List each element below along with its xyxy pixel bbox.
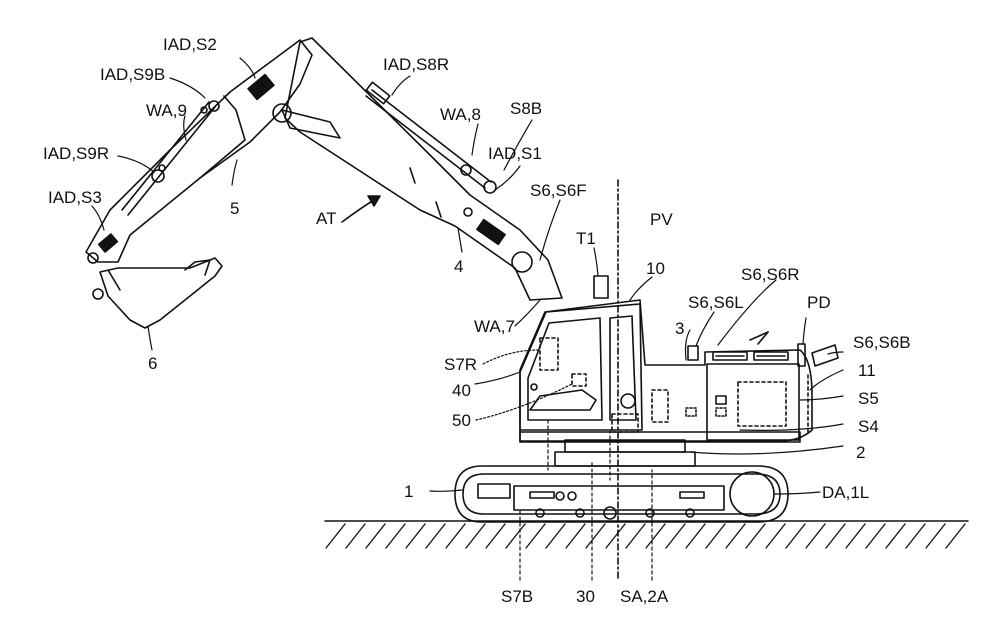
ground: [325, 521, 968, 548]
label-wa-7: WA,7: [474, 318, 515, 335]
label-iad-s8r: IAD,S8R: [383, 56, 449, 73]
label-50: 50: [452, 412, 471, 429]
label-30: 30: [576, 588, 595, 605]
label-da-1l: DA,1L: [822, 484, 869, 501]
label-pd: PD: [807, 294, 831, 311]
label-sa-2a: SA,2A: [620, 588, 668, 605]
label-6: 6: [148, 355, 157, 372]
label-s6-s6f: S6,S6F: [530, 182, 587, 199]
label-s7b: S7B: [501, 588, 533, 605]
label-40: 40: [452, 382, 471, 399]
label-s4: S4: [858, 418, 879, 435]
label-5: 5: [230, 200, 239, 217]
swing-bearing: [555, 440, 695, 466]
upper-swing-body: [520, 276, 838, 442]
bucket: [88, 253, 222, 328]
cab: [520, 304, 668, 432]
label-s7r: S7R: [444, 356, 477, 373]
label-iad-s3: IAD,S3: [48, 189, 102, 206]
crawler-track: [455, 466, 788, 522]
label-s5: S5: [858, 390, 879, 407]
label-s6-s6b: S6,S6B: [853, 334, 911, 351]
label-wa-9: WA,9: [146, 102, 187, 119]
label-t1: T1: [576, 230, 596, 247]
label-s8b: S8B: [510, 100, 542, 117]
label-s6-s6l: S6,S6L: [688, 294, 744, 311]
label-11: 11: [858, 362, 876, 379]
boom: [273, 38, 562, 300]
leader-lines: [92, 58, 843, 580]
boom-cylinder: [366, 82, 496, 193]
label-10: 10: [646, 260, 665, 277]
label-iad-s9r: IAD,S9R: [43, 145, 109, 162]
label-1: 1: [404, 483, 413, 500]
label-iad-s1: IAD,S1: [488, 145, 542, 162]
label-pv: PV: [650, 211, 673, 228]
label-at: AT: [316, 210, 336, 227]
label-wa-8: WA,8: [440, 106, 481, 123]
at-arrow: [342, 196, 380, 222]
label-4: 4: [454, 258, 463, 275]
label-iad-s9b: IAD,S9B: [100, 66, 165, 83]
label-2: 2: [856, 444, 865, 461]
label-3: 3: [675, 320, 684, 337]
label-s6-s6r: S6,S6R: [741, 266, 800, 283]
label-iad-s2: IAD,S2: [163, 36, 217, 53]
